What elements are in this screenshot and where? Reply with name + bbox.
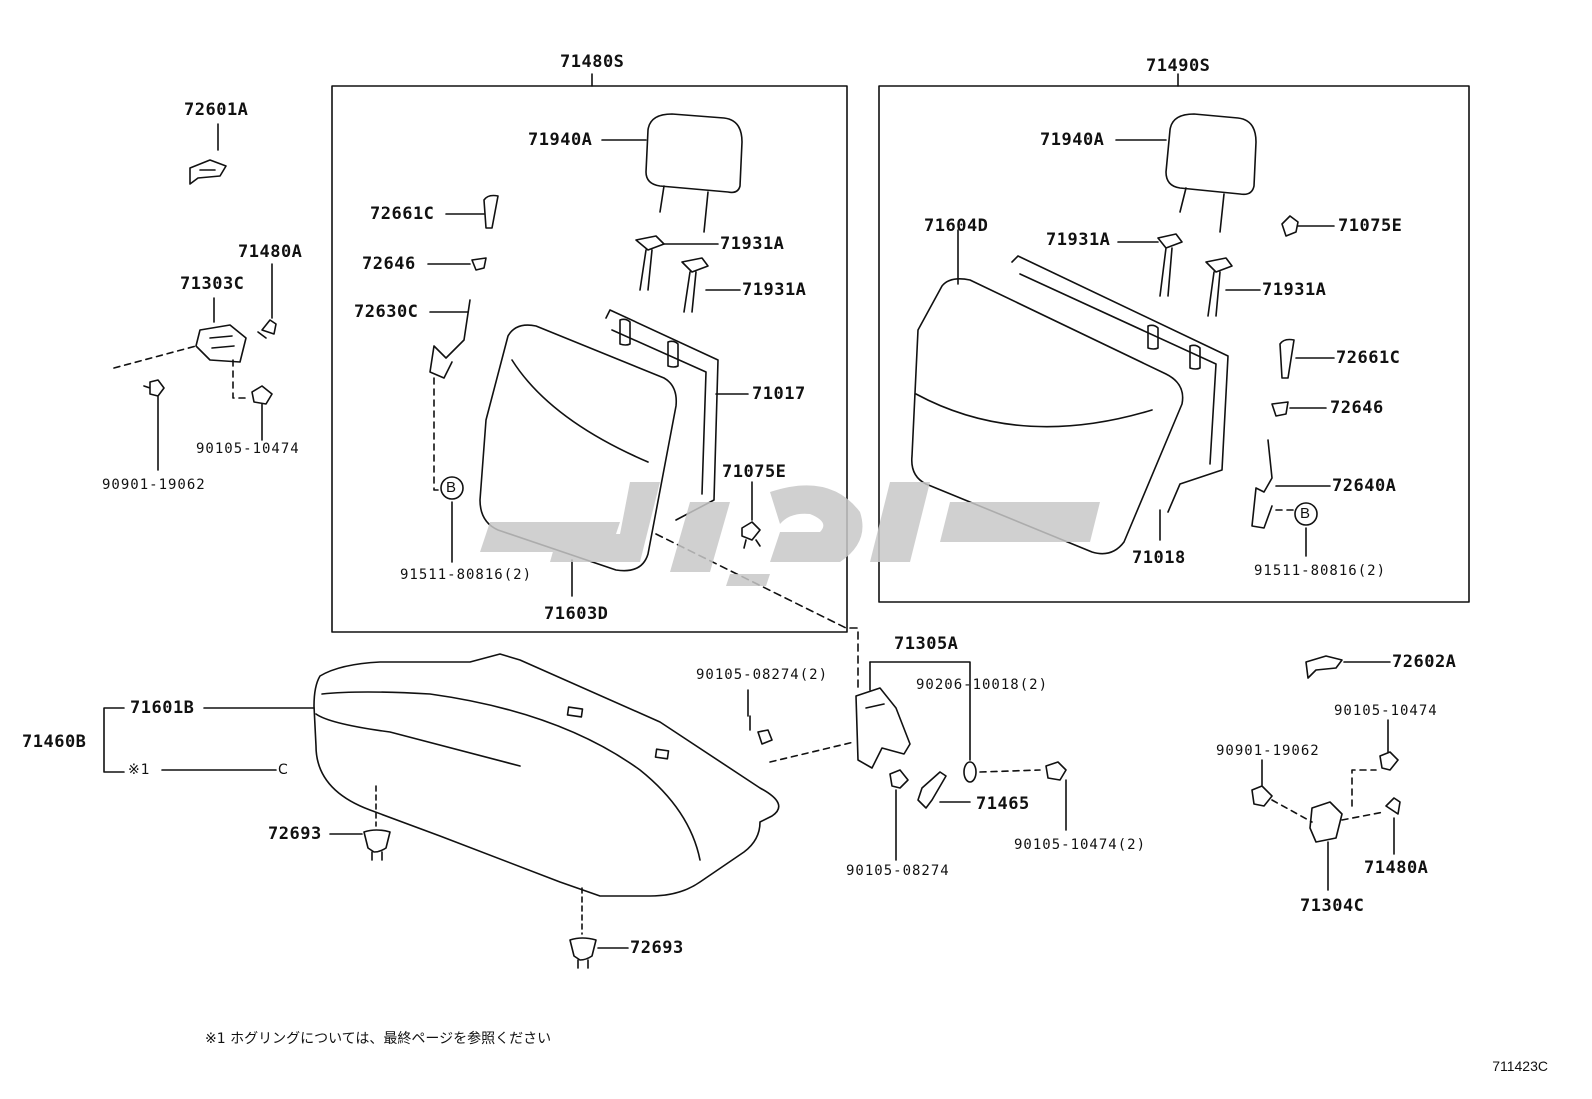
rod-72630c: [429, 299, 471, 379]
bolt-90901-left: [143, 379, 165, 471]
label-71304c: 71304C: [1300, 896, 1365, 916]
watermark-logo: [480, 482, 1100, 586]
label-72693-b: 72693: [630, 938, 684, 958]
label-72602a: 72602A: [1392, 652, 1457, 672]
label-91511-right: 91511-80816(2): [1254, 563, 1387, 579]
guide-71931a-left2: [681, 257, 709, 313]
clip-72602a: [1305, 655, 1343, 679]
footnote: ※1 ホグリングについては、最終ページを参照ください: [205, 1031, 552, 1047]
label-72640a: 72640A: [1332, 476, 1397, 496]
label-90105-10474-left: 90105-10474: [196, 441, 300, 457]
right-seatback-box: [878, 85, 1470, 603]
seat-cushion-71601b: [313, 653, 780, 897]
clip-72693-b: [569, 937, 597, 969]
label-71075e-left: 71075E: [722, 462, 787, 482]
label-90206-10018: 90206-10018(2): [916, 677, 1049, 693]
bolt-90105-left: [251, 385, 273, 441]
group-label-71480s: 71480S: [560, 52, 625, 72]
label-72661c-left: 72661C: [370, 204, 435, 224]
label-71018: 71018: [1132, 548, 1186, 568]
marker-b-left: B: [446, 479, 457, 496]
guide-71931a-right2: [1205, 257, 1233, 317]
label-71303c: 71303C: [180, 274, 245, 294]
bolt-90105-08274: [889, 769, 909, 861]
label-72646-left: 72646: [362, 254, 416, 274]
label-72693-a: 72693: [268, 824, 322, 844]
label-90105-10474-right: 90105-10474: [1334, 703, 1438, 719]
label-71075e-right: 71075E: [1338, 216, 1403, 236]
label-72646-right: 72646: [1330, 398, 1384, 418]
label-71940a-left: 71940A: [528, 130, 593, 150]
label-71465: 71465: [976, 794, 1030, 814]
bolt-71480a-right: [1385, 797, 1401, 855]
knob-72646-left: [471, 257, 487, 271]
hinge-cover-71303c: [195, 324, 247, 363]
label-71480a-left: 71480A: [238, 242, 303, 262]
lever-72661c-right: [1279, 338, 1295, 379]
rod-72640a: [1251, 439, 1273, 529]
marker-b-right: B: [1300, 505, 1311, 522]
label-71940a-right: 71940A: [1040, 130, 1105, 150]
guide-71931a-left1: [635, 235, 665, 291]
clip-71075e-left: [741, 521, 761, 549]
label-90901-19062-left: 90901-19062: [102, 477, 206, 493]
bolt-71480a-left: [257, 319, 277, 339]
bolt-90901-19062-right: [1251, 759, 1273, 807]
label-note-ref: ※1: [128, 762, 151, 778]
group-label-71460b: 71460B: [22, 732, 87, 752]
label-90105-10474-2: 90105-10474(2): [1014, 837, 1147, 853]
label-72661c-right: 72661C: [1336, 348, 1401, 368]
label-71604d: 71604D: [924, 216, 989, 236]
diagram-code: 711423C: [1492, 1058, 1548, 1074]
left-seatback-box: [331, 85, 848, 633]
clip-72693-a: [363, 829, 391, 861]
lever-72661c-left: [483, 194, 499, 229]
hinge-cover-71304c: [1309, 801, 1343, 843]
label-71601b: 71601B: [130, 698, 195, 718]
label-71931a-right2: 71931A: [1262, 280, 1327, 300]
label-note-c: C: [278, 762, 289, 778]
label-90901-19062-right: 90901-19062: [1216, 743, 1320, 759]
bolt-90105-10474-2: [1045, 761, 1067, 831]
headrest-71940a-left: [645, 113, 743, 194]
clip-71075e-right: [1281, 215, 1299, 237]
label-71931a-left2: 71931A: [742, 280, 807, 300]
seatback-pad-71603d: [479, 324, 678, 572]
label-71017: 71017: [752, 384, 806, 404]
label-91511-left: 91511-80816(2): [400, 567, 533, 583]
label-71931a-right1: 71931A: [1046, 230, 1111, 250]
group-label-71305a: 71305A: [894, 634, 959, 654]
clip-72601a: [189, 159, 227, 185]
label-72601a: 72601A: [184, 100, 249, 120]
group-label-71490s: 71490S: [1146, 56, 1211, 76]
label-90105-08274-2: 90105-08274(2): [696, 667, 829, 683]
lever-71465: [917, 771, 947, 809]
label-72630c: 72630C: [354, 302, 419, 322]
knob-72646-right: [1271, 401, 1289, 417]
label-71931a-left1: 71931A: [720, 234, 785, 254]
seatback-pad-71604d: [910, 278, 1184, 555]
label-71480a-right: 71480A: [1364, 858, 1429, 878]
hinge-bracket-71305a: [855, 687, 911, 769]
headrest-71940a-right: [1165, 113, 1257, 196]
bolt-90105-10474-right: [1379, 719, 1399, 771]
label-90105-08274: 90105-08274: [846, 863, 950, 879]
guide-71931a-right1: [1157, 233, 1183, 297]
bolt-90105-08274-2: [749, 715, 773, 745]
label-71603d: 71603D: [544, 604, 609, 624]
